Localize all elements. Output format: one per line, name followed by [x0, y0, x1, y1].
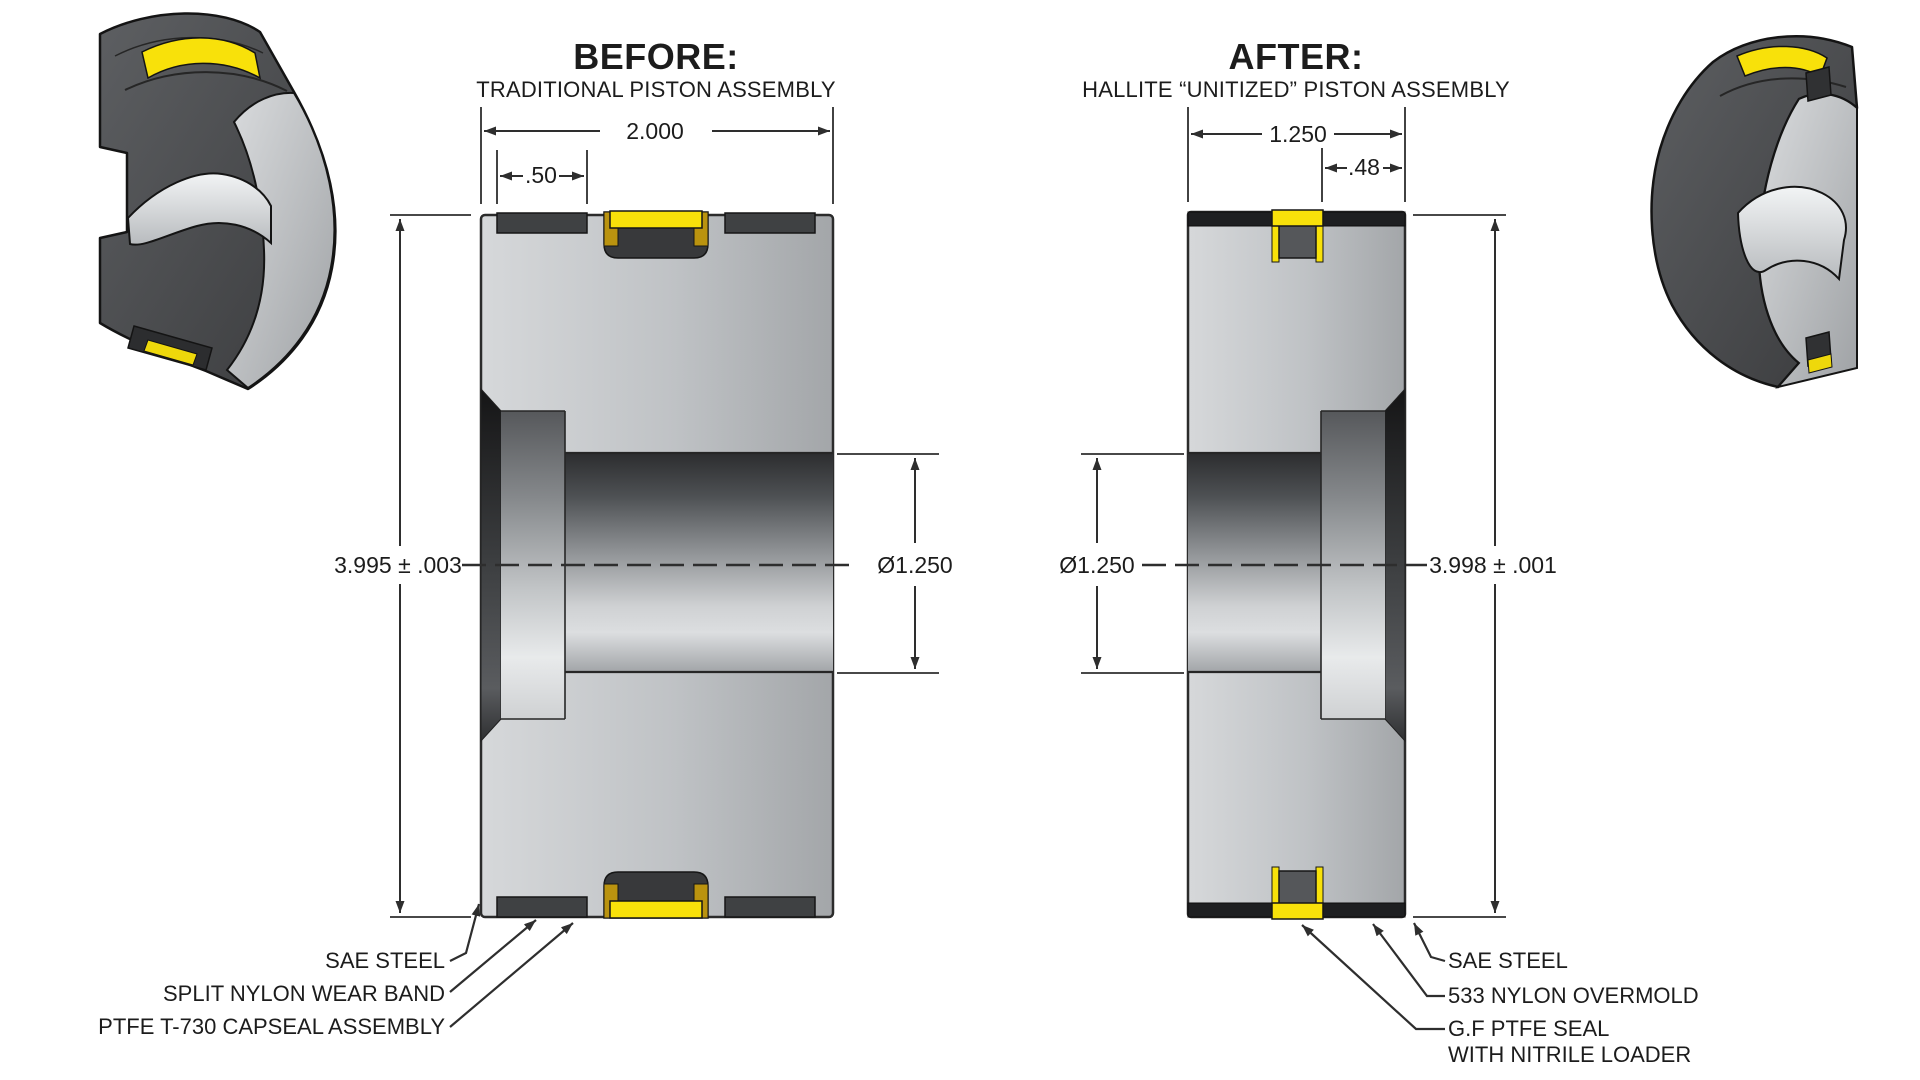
before-bottom-wear-band-left: [496, 896, 588, 918]
after-top-seal-cap: [1271, 209, 1324, 227]
iso-before-bore-surface: [126, 172, 272, 246]
before-top-wear-band-left: [496, 212, 588, 234]
before-dim-wear-band: .50: [496, 150, 588, 204]
before-bottom-wear-band-right: [724, 896, 816, 918]
before-bottom-capseal-yellow: [609, 900, 703, 919]
before-leader-capseal: [449, 922, 574, 1028]
iso-before-bottom-seal-yellow: [143, 339, 198, 366]
after-subtitle: HALLITE “UNITIZED” PISTON ASSEMBLY: [1082, 77, 1510, 102]
after-callout-overmold: 533 NYLON OVERMOLD: [1448, 983, 1699, 1008]
before-dim-wear-band-value: .50: [525, 162, 557, 188]
after-callout-seal-line2: WITH NITRILE LOADER: [1448, 1042, 1691, 1067]
before-leader-wear-band: [449, 919, 537, 993]
after-leader-overmold: [1372, 923, 1445, 998]
before-dim-overall-width-value: 2.000: [626, 118, 684, 144]
before-callout-capseal: PTFE T-730 CAPSEAL ASSEMBLY: [98, 1014, 445, 1039]
after-bottom-seal-side-left: [1271, 866, 1280, 906]
after-top-seal-side-left: [1271, 223, 1280, 263]
iso-view-after-piston: [1650, 35, 1859, 389]
iso-after-top-rim-arc: [1719, 77, 1847, 97]
after-section: AFTER: HALLITE “UNITIZED” PISTON ASSEMBL…: [1059, 36, 1698, 1067]
iso-after-bottom-seal-yellow: [1807, 353, 1833, 374]
before-subtitle: TRADITIONAL PISTON ASSEMBLY: [476, 77, 836, 102]
iso-before-top-seal-band: [141, 37, 262, 80]
iso-view-before-piston: [98, 12, 337, 391]
iso-before-top-groove-arc: [124, 71, 288, 92]
before-dim-bore-value: Ø1.250: [877, 552, 952, 578]
after-dim-outer-height: 3.998 ± .001: [1413, 214, 1557, 918]
before-top-capseal-yellow: [609, 210, 703, 229]
before-piston-cross-section: [479, 210, 835, 919]
after-bottom-seal-side-right: [1315, 866, 1324, 906]
after-dim-bore-value: Ø1.250: [1059, 552, 1134, 578]
iso-after-top-groove: [1805, 66, 1832, 102]
before-callouts: SAE STEEL SPLIT NYLON WEAR BAND PTFE T-7…: [98, 903, 574, 1039]
after-dim-overall-width: 1.250: [1187, 107, 1406, 202]
before-dim-outer-height-value: 3.995 ± .003: [334, 552, 462, 578]
before-top-wear-band-right: [724, 212, 816, 234]
iso-after-bore-surface: [1736, 185, 1847, 282]
after-dim-seal-width-value: .48: [1348, 154, 1380, 180]
after-callout-sae-steel: SAE STEEL: [1448, 948, 1568, 973]
after-dim-overall-width-value: 1.250: [1269, 121, 1327, 147]
before-section: BEFORE: TRADITIONAL PISTON ASSEMBLY: [98, 36, 953, 1039]
before-title: BEFORE:: [573, 36, 739, 77]
after-leader-sae-steel: [1413, 922, 1446, 963]
after-title: AFTER:: [1229, 36, 1364, 77]
after-top-seal-loader: [1278, 223, 1317, 259]
after-bottom-seal-cap: [1271, 902, 1324, 920]
before-dim-overall-width: 2.000: [480, 107, 834, 204]
before-bore: [565, 453, 833, 672]
before-callout-sae-steel: SAE STEEL: [325, 948, 445, 973]
after-callouts: SAE STEEL 533 NYLON OVERMOLD G.F PTFE SE…: [1301, 922, 1699, 1067]
after-dim-bore: Ø1.250: [1059, 453, 1184, 674]
before-leader-sae-steel: [449, 903, 481, 962]
before-dim-bore: Ø1.250: [837, 453, 953, 674]
before-dim-outer-height: 3.995 ± .003: [334, 214, 471, 918]
after-bottom-seal-loader: [1278, 870, 1317, 906]
after-callout-seal-line1: G.F PTFE SEAL: [1448, 1016, 1609, 1041]
after-dim-seal-width: .48: [1321, 148, 1402, 202]
after-leader-seal: [1301, 924, 1445, 1031]
before-callout-wear-band: SPLIT NYLON WEAR BAND: [163, 981, 445, 1006]
iso-before-outer-surface: [225, 91, 336, 390]
after-top-seal-side-right: [1315, 223, 1324, 263]
after-dim-outer-height-value: 3.998 ± .001: [1429, 552, 1557, 578]
after-bore: [1188, 453, 1321, 672]
